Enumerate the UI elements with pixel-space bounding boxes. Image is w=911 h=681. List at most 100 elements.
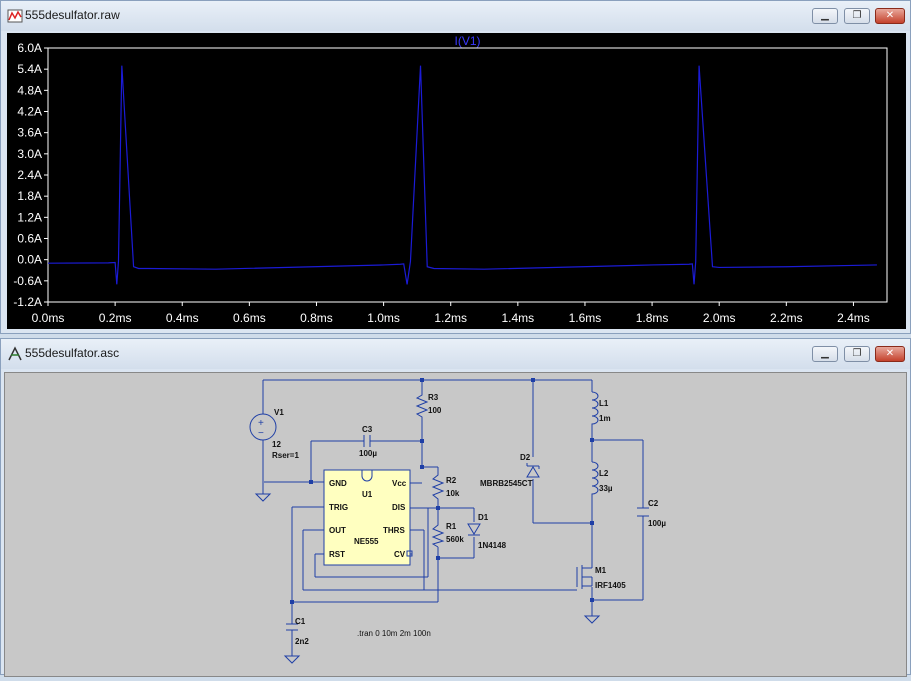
u1-value: NE555 (354, 537, 379, 546)
schematic-canvas[interactable]: + − (4, 372, 907, 677)
d2-value: MBRB2545CT (480, 479, 533, 488)
schematic-restore-button[interactable]: ❐ (844, 346, 870, 362)
r3-label: R3 (428, 393, 439, 402)
y-tick-label: 2.4A (17, 168, 42, 182)
x-tick-label: 0.4ms (166, 311, 199, 325)
pin-rst: RST (329, 550, 345, 559)
l1-value: 1m (599, 414, 611, 423)
c1-label: C1 (295, 617, 306, 626)
c1-capacitor[interactable] (286, 623, 298, 634)
u1-ne555[interactable] (323, 469, 413, 566)
close-icon: ✕ (885, 10, 895, 21)
restore-button[interactable]: ❐ (844, 8, 870, 24)
v1-voltage-source[interactable]: + − (249, 413, 277, 441)
schematic-close-button[interactable]: ✕ (875, 346, 905, 362)
x-tick-label: 0.0ms (32, 311, 65, 325)
spice-directive[interactable]: .tran 0 10m 2m 100n (357, 629, 431, 638)
x-tick-label: 2.4ms (837, 311, 870, 325)
m1-value: IRF1405 (595, 581, 626, 590)
c3-capacitor[interactable] (363, 435, 371, 447)
y-tick-label: 1.2A (17, 210, 42, 224)
l1-label: L1 (599, 399, 609, 408)
r3-value: 100 (428, 406, 442, 415)
y-tick-label: 0.6A (17, 232, 42, 246)
y-tick-label: 0.0A (17, 253, 42, 267)
l2-inductor[interactable] (591, 461, 599, 496)
x-tick-label: 2.2ms (770, 311, 803, 325)
r3-resistor[interactable] (415, 392, 429, 420)
waveform-titlebar[interactable]: 555desulfator.raw ▁ ❐ ✕ (1, 1, 910, 31)
c2-capacitor[interactable] (637, 507, 649, 517)
r2-label: R2 (446, 476, 457, 485)
d1-diode[interactable] (467, 523, 481, 536)
ground-symbols (254, 493, 601, 664)
close-button[interactable]: ✕ (875, 8, 905, 24)
c3-label: C3 (362, 425, 373, 434)
x-tick-label: 1.8ms (636, 311, 669, 325)
plot-frame (47, 47, 888, 303)
wires (262, 379, 644, 656)
minimize-icon: ▁ (821, 10, 829, 21)
y-tick-label: -0.6A (13, 274, 42, 288)
waveform-window-title: 555desulfator.raw (25, 8, 120, 22)
pin-trig: TRIG (329, 503, 348, 512)
x-tick-label: 0.8ms (300, 311, 333, 325)
r2-value: 10k (446, 489, 460, 498)
svg-text:−: − (258, 428, 264, 439)
trace-label: I(V1) (454, 34, 480, 48)
close-icon: ✕ (885, 348, 895, 359)
y-tick-label: 1.8A (17, 189, 42, 203)
v1-label: V1 (274, 408, 284, 417)
d1-value: 1N4148 (478, 541, 507, 550)
d2-diode[interactable] (526, 463, 540, 478)
x-tick-label: 1.0ms (367, 311, 400, 325)
y-tick-label: 3.0A (17, 147, 42, 161)
y-tick-label: 4.2A (17, 105, 42, 119)
schematic-minimize-button[interactable]: ▁ (812, 346, 838, 362)
minimize-button[interactable]: ▁ (812, 8, 838, 24)
waveform-plot[interactable]: 6.0A5.4A4.8A4.2A3.6A3.0A2.4A1.8A1.2A0.6A… (7, 33, 906, 329)
schematic-app-icon (8, 346, 22, 361)
y-tick-label: 3.6A (17, 126, 42, 140)
pin-gnd: GND (329, 479, 347, 488)
schematic-titlebar[interactable]: 555desulfator.asc ▁ ❐ ✕ (1, 339, 910, 369)
pin-thrs: THRS (383, 526, 405, 535)
c3-value: 100µ (359, 449, 377, 458)
l1-inductor[interactable] (591, 391, 599, 426)
l2-label: L2 (599, 469, 609, 478)
svg-text:+: + (258, 418, 264, 429)
c1-value: 2n2 (295, 637, 309, 646)
waveform-app-icon (7, 9, 23, 23)
schematic-window-title: 555desulfator.asc (25, 346, 120, 360)
minimize-icon: ▁ (821, 348, 829, 359)
pin-cv: CV (394, 550, 406, 559)
m1-mosfet[interactable] (576, 565, 593, 589)
y-tick-label: 4.8A (17, 83, 42, 97)
r1-resistor[interactable] (431, 522, 445, 548)
c2-label: C2 (648, 499, 659, 508)
d2-label: D2 (520, 453, 531, 462)
l2-value: 33µ (599, 484, 613, 493)
trace-line-i-v1 (47, 65, 877, 285)
r1-value: 560k (446, 535, 464, 544)
x-tick-label: 1.2ms (434, 311, 467, 325)
u1-label: U1 (362, 490, 373, 499)
m1-label: M1 (595, 566, 607, 575)
r1-label: R1 (446, 522, 457, 531)
schematic-window: 555desulfator.asc ▁ ❐ ✕ (0, 338, 911, 677)
c2-value: 100µ (648, 519, 666, 528)
v1-value: 12 (272, 440, 281, 449)
x-tick-label: 1.4ms (501, 311, 534, 325)
schematic-drawing[interactable]: + − (5, 373, 906, 676)
v1-rser: Rser=1 (272, 451, 299, 460)
y-tick-label: -1.2A (13, 295, 42, 309)
x-tick-label: 2.0ms (703, 311, 736, 325)
pin-out: OUT (329, 526, 346, 535)
r2-resistor[interactable] (431, 472, 445, 502)
d1-label: D1 (478, 513, 489, 522)
x-tick-label: 0.2ms (99, 311, 132, 325)
junction-dots (290, 378, 594, 604)
x-tick-label: 0.6ms (233, 311, 266, 325)
